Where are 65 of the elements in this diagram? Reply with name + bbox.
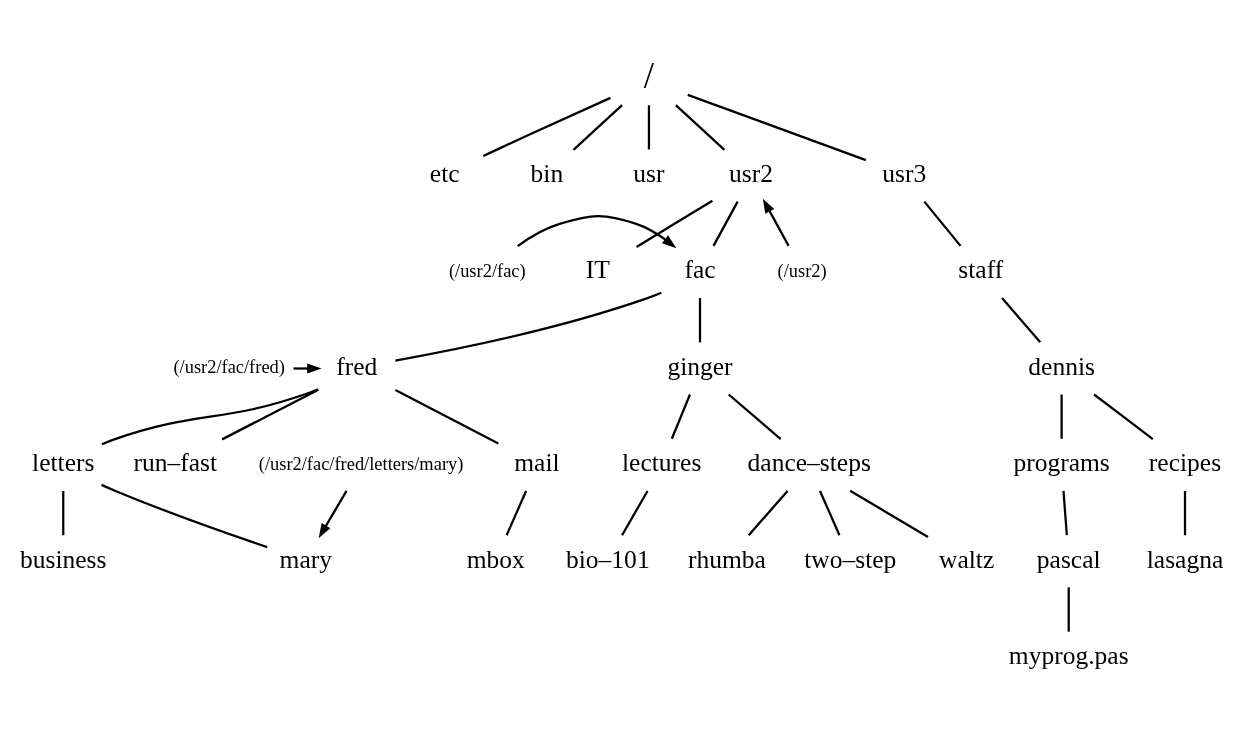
- node-text: /: [643, 55, 655, 97]
- connector: [698, 298, 702, 343]
- node-text: pascal: [1036, 544, 1101, 574]
- connector: [849, 489, 929, 538]
- node-text: (/usr2/fac/fred/letters/mary): [258, 453, 464, 474]
- connector: [1062, 490, 1068, 536]
- connector: [818, 490, 841, 536]
- connector: [1060, 394, 1063, 439]
- connector: [395, 291, 662, 362]
- connector: [923, 200, 962, 247]
- node-text: (/usr2/fac): [448, 260, 526, 281]
- connector: [747, 490, 789, 536]
- node-text: fred: [336, 351, 378, 381]
- connector: [727, 393, 782, 440]
- connector: [675, 104, 726, 151]
- node-text: business: [20, 544, 107, 574]
- connector: [505, 490, 528, 536]
- node-text: run–fast: [133, 448, 218, 478]
- node-text: lasagna: [1146, 544, 1224, 574]
- node-text: two–step: [804, 544, 897, 574]
- node-text: rhumba: [687, 544, 766, 574]
- connector: [101, 483, 268, 549]
- node-text: fac: [684, 255, 716, 285]
- node-text: (/usr2): [777, 260, 827, 281]
- connector: [712, 201, 739, 247]
- node-text: usr2: [729, 158, 774, 188]
- node-text: dance–steps: [747, 448, 871, 478]
- node-text: letters: [32, 448, 95, 478]
- node-text: bio–101: [566, 544, 650, 574]
- connector: [572, 104, 623, 151]
- node-text: etc: [429, 158, 460, 188]
- connector: [1093, 393, 1154, 440]
- node-text: lectures: [622, 448, 702, 478]
- node-text: bin: [530, 158, 564, 188]
- connector: [482, 96, 611, 157]
- arrow: [516, 215, 677, 249]
- node-text: usr: [633, 158, 665, 188]
- connector: [394, 389, 499, 445]
- connector: [1183, 490, 1187, 536]
- node-text: mail: [514, 448, 560, 478]
- node-text: usr3: [882, 158, 927, 188]
- arrow: [762, 198, 790, 247]
- node-text: staff: [958, 255, 1004, 285]
- node-text: recipes: [1148, 448, 1222, 478]
- node-text: ginger: [667, 351, 733, 381]
- node-text: IT: [585, 255, 610, 285]
- connector: [687, 93, 867, 162]
- node-text: waltz: [938, 544, 995, 574]
- node-text: mary: [279, 544, 332, 574]
- node-text: programs: [1013, 448, 1110, 478]
- connector: [1001, 297, 1042, 344]
- node-text: myprog.pas: [1008, 641, 1129, 671]
- connector: [101, 388, 319, 446]
- node-text: mbox: [466, 544, 525, 574]
- arrow: [293, 363, 322, 374]
- node-text: dennis: [1028, 351, 1095, 381]
- connector: [635, 199, 713, 248]
- connector: [621, 490, 649, 536]
- connector: [647, 105, 651, 150]
- connector: [1067, 587, 1070, 632]
- node-text: (/usr2/fac/fred): [173, 357, 285, 378]
- arrow: [318, 490, 348, 539]
- connector: [62, 490, 65, 536]
- connector: [670, 394, 691, 440]
- connector: [221, 388, 319, 441]
